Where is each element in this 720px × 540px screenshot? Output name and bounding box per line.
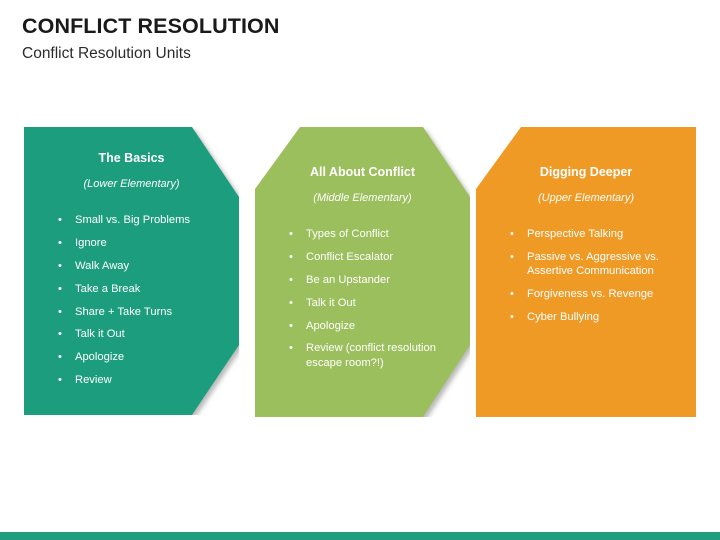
list-item[interactable]: • Be an Upstander xyxy=(283,273,454,287)
panel-notched-rect-shape-orange xyxy=(476,127,696,417)
list-item-label: Passive vs. Aggressive vs. Assertive Com… xyxy=(527,251,659,278)
list-item[interactable]: • Types of Conflict xyxy=(283,227,454,241)
list-item-label: Take a Break xyxy=(75,282,141,295)
bullet-icon: • xyxy=(289,342,293,355)
panel-title-digging-deeper: Digging Deeper xyxy=(539,165,633,179)
list-item[interactable]: • Review (conflict resolution escape room… xyxy=(283,341,454,370)
list-item[interactable]: • Review xyxy=(52,373,223,387)
bullet-icon: • xyxy=(289,228,293,241)
list-item[interactable]: • Forgiveness vs. Revenge xyxy=(504,287,680,301)
list-item[interactable]: • Cyber Bullying xyxy=(504,310,680,324)
list-item[interactable]: • Take a Break xyxy=(52,282,223,296)
list-item-label: Walk Away xyxy=(75,259,130,272)
list-item[interactable]: • Walk Away xyxy=(52,259,223,273)
list-item-label: Forgiveness vs. Revenge xyxy=(527,288,654,301)
list-item[interactable]: • Ignore xyxy=(52,236,223,250)
bullet-icon: • xyxy=(289,251,293,264)
bullet-icon: • xyxy=(58,351,62,364)
bullet-icon: • xyxy=(58,282,62,295)
footer-accent-bar xyxy=(0,532,720,540)
list-item-label: Talk it Out xyxy=(306,296,356,309)
bullet-icon: • xyxy=(58,237,62,250)
unit-panel-all-about-conflict[interactable]: All About Conflict (Middle Elementary) •… xyxy=(255,127,470,417)
list-item[interactable]: • Share + Take Turns xyxy=(52,305,223,319)
list-item[interactable]: • Perspective Talking xyxy=(504,227,680,241)
list-item-label: Apologize xyxy=(75,351,125,364)
page-title: CONFLICT RESOLUTION xyxy=(22,14,280,38)
list-item-label: Apologize xyxy=(306,319,356,332)
panel-subtitle-the-basics: (Lower Elementary) xyxy=(83,178,180,190)
panel-content-digging-deeper: Digging Deeper (Upper Elementary) • Persp… xyxy=(476,127,696,417)
bullet-icon: • xyxy=(289,319,293,332)
page-header: CONFLICT RESOLUTION Conflict Resolution … xyxy=(22,14,682,63)
list-item[interactable]: • Passive vs. Aggressive vs. Assertive Co… xyxy=(504,250,680,279)
bullet-icon: • xyxy=(510,228,514,241)
list-item-label: Perspective Talking xyxy=(527,228,624,241)
list-item[interactable]: • Talk it Out xyxy=(283,296,454,310)
bullet-icon: • xyxy=(510,288,514,301)
panel-title-all-about-conflict: All About Conflict xyxy=(309,165,416,179)
panel-content-all-about-conflict: All About Conflict (Middle Elementary) •… xyxy=(255,127,470,417)
list-item-label: Conflict Escalator xyxy=(306,251,394,264)
bullet-icon: • xyxy=(510,251,514,264)
list-item-label: Small vs. Big Problems xyxy=(75,214,191,227)
bullet-icon: • xyxy=(58,259,62,272)
list-item-label: Review (conflict resolution escape room?… xyxy=(306,342,436,369)
unit-panel-digging-deeper[interactable]: Digging Deeper (Upper Elementary) • Persp… xyxy=(476,127,696,417)
panel-arrow-shape-teal xyxy=(24,127,239,415)
unit-panel-the-basics[interactable]: The Basics (Lower Elementary) • Small vs.… xyxy=(24,127,239,415)
bullet-icon: • xyxy=(58,373,62,386)
panel-list-the-basics: • Small vs. Big Problems • Ignore • Walk Aw… xyxy=(40,213,223,387)
bullet-icon: • xyxy=(58,328,62,341)
bullet-icon: • xyxy=(510,311,514,323)
list-item[interactable]: • Apologize xyxy=(52,350,223,364)
list-item-label: Ignore xyxy=(75,237,107,250)
bullet-icon: • xyxy=(289,296,293,309)
panel-subtitle-all-about-conflict: (Middle Elementary) xyxy=(313,192,412,204)
list-item-label: Types of Conflict xyxy=(306,228,389,241)
list-item[interactable]: • Small vs. Big Problems xyxy=(52,213,223,227)
panel-arrow-shape-green xyxy=(255,127,470,417)
list-item-label: Be an Upstander xyxy=(306,273,390,286)
list-item-label: Cyber Bullying xyxy=(527,311,600,323)
panel-list-digging-deeper: • Perspective Talking • Passive vs. Aggres… xyxy=(492,227,680,324)
panel-title-the-basics: The Basics xyxy=(98,151,165,165)
list-item-label: Talk it Out xyxy=(75,328,125,341)
panel-content-the-basics: The Basics (Lower Elementary) • Small vs.… xyxy=(24,127,239,415)
panel-subtitle-digging-deeper: (Upper Elementary) xyxy=(538,192,634,204)
panel-list-all-about-conflict: • Types of Conflict • Conflict Escalator •… xyxy=(271,227,454,370)
bullet-icon: • xyxy=(58,305,62,318)
bullet-icon: • xyxy=(58,214,62,227)
list-item[interactable]: • Talk it Out xyxy=(52,327,223,341)
list-item-label: Review xyxy=(75,373,112,386)
list-item[interactable]: • Conflict Escalator xyxy=(283,250,454,264)
list-item-label: Share + Take Turns xyxy=(75,305,173,318)
bullet-icon: • xyxy=(289,273,293,286)
page-subtitle: Conflict Resolution Units xyxy=(22,44,191,62)
list-item[interactable]: • Apologize xyxy=(283,319,454,333)
